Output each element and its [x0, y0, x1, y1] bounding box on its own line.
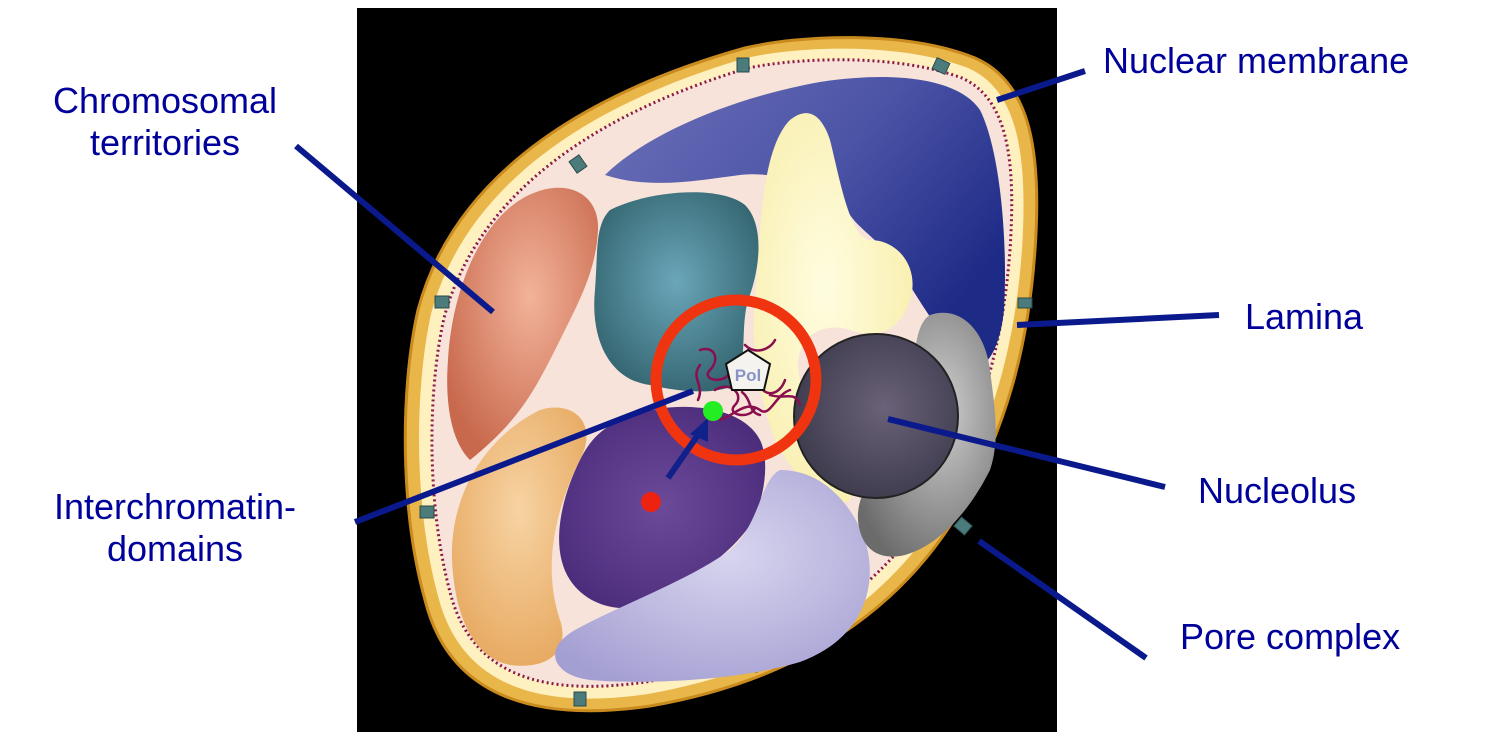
- label-interchromatin-domains: Interchromatin- domains: [0, 486, 350, 570]
- label-nuclear-membrane: Nuclear membrane: [1103, 40, 1409, 82]
- pore-complex: [574, 692, 586, 706]
- label-interchromatin-line2: domains: [0, 528, 350, 570]
- label-lamina: Lamina: [1245, 296, 1363, 338]
- pol-label: Pol: [735, 366, 761, 385]
- pore-complex: [737, 58, 749, 72]
- pore-complex: [420, 506, 434, 518]
- end-position-dot: [703, 401, 723, 421]
- label-nucleolus: Nucleolus: [1198, 470, 1356, 512]
- label-chromosomal-line1: Chromosomal: [20, 80, 310, 122]
- label-chromosomal-territories: Chromosomal territories: [20, 80, 310, 164]
- label-pore-complex: Pore complex: [1180, 616, 1400, 658]
- label-interchromatin-line1: Interchromatin-: [0, 486, 350, 528]
- start-position-dot: [641, 492, 661, 512]
- label-chromosomal-line2: territories: [20, 122, 310, 164]
- pore-complex: [435, 296, 449, 308]
- pore-complex: [1018, 298, 1032, 308]
